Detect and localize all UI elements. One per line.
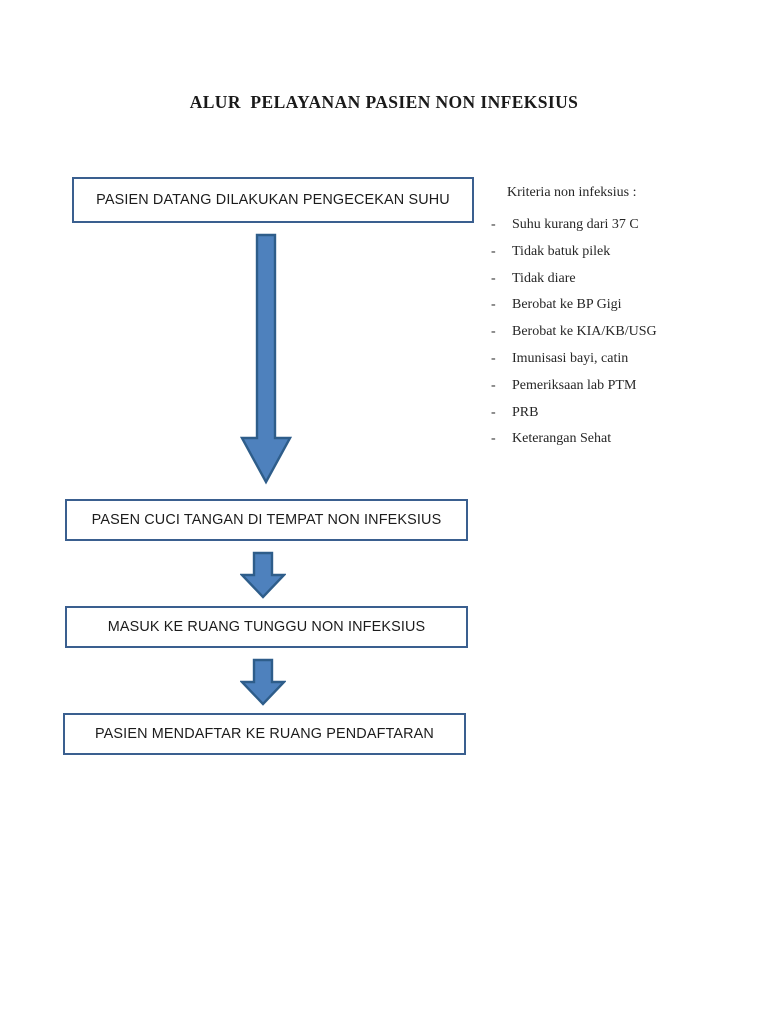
- flow-step-4-label: PASIEN MENDAFTAR KE RUANG PENDAFTARAN: [95, 725, 434, 742]
- flow-step-2[interactable]: PASEN CUCI TANGAN DI TEMPAT NON INFEKSIU…: [65, 499, 468, 541]
- criteria-item-label: Keterangan Sehat: [512, 431, 612, 447]
- criteria-bullet-icon: -: [491, 431, 496, 447]
- criteria-bullet-icon: -: [491, 404, 496, 420]
- criteria-item-label: Suhu kurang dari 37 C: [512, 217, 639, 232]
- flow-step-1[interactable]: PASIEN DATANG DILAKUKAN PENGECEKAN SUHU: [72, 177, 474, 223]
- criteria-item: -Keterangan Sehat: [487, 432, 747, 459]
- criteria-item-label: Imunisasi bayi, catin: [512, 350, 629, 366]
- criteria-item: -Berobat ke KIA/KB/USG: [487, 325, 747, 352]
- criteria-bullet-icon: -: [491, 377, 496, 393]
- criteria-bullet-icon: -: [491, 270, 496, 286]
- flow-step-3[interactable]: MASUK KE RUANG TUNGGU NON INFEKSIUS: [65, 606, 468, 648]
- criteria-item: -PRB: [487, 404, 747, 433]
- criteria-bullet-icon: -: [491, 243, 496, 259]
- arrow-down-icon-connector-2: [240, 551, 286, 599]
- criteria-item-label: Berobat ke BP Gigi: [512, 297, 622, 313]
- criteria-item: -Tidak diare: [487, 270, 747, 299]
- flow-step-1-label: PASIEN DATANG DILAKUKAN PENGECEKAN SUHU: [96, 191, 450, 208]
- flow-step-4[interactable]: PASIEN MENDAFTAR KE RUANG PENDAFTARAN: [63, 713, 466, 755]
- criteria-item-label: Tidak diare: [512, 270, 576, 286]
- flow-step-3-label: MASUK KE RUANG TUNGGU NON INFEKSIUS: [107, 618, 426, 635]
- criteria-item: -Berobat ke BP Gigi: [487, 298, 747, 325]
- criteria-item: -Pemeriksaan lab PTM: [487, 377, 747, 406]
- flow-step-2-label: PASEN CUCI TANGAN DI TEMPAT NON INFEKSIU…: [91, 511, 442, 528]
- criteria-item-label: Tidak batuk pilek: [512, 243, 611, 259]
- criteria-bullet-icon: -: [491, 297, 496, 313]
- criteria-item: -Tidak batuk pilek: [487, 243, 747, 272]
- criteria-bullet-icon: -: [491, 324, 496, 340]
- criteria-list: -Suhu kurang dari 37 C-Tidak batuk pilek…: [487, 218, 747, 459]
- criteria-item-label: Berobat ke KIA/KB/USG: [512, 324, 657, 340]
- criteria-bullet-icon: -: [491, 350, 496, 366]
- criteria-item: - Suhu kurang dari 37 C: [487, 218, 747, 245]
- arrow-down-icon-connector-1: [240, 233, 292, 485]
- criteria-heading: Kriteria non infeksius :: [507, 185, 637, 200]
- page-title: ALUR PELAYANAN PASIEN NON INFEKSIUS: [189, 92, 579, 112]
- criteria-item-label: Pemeriksaan lab PTM: [512, 377, 637, 393]
- criteria-item-label: PRB: [512, 404, 539, 420]
- criteria-item: -Imunisasi bayi, catin: [487, 350, 747, 379]
- arrow-down-icon-connector-3: [240, 658, 286, 706]
- criteria-bullet-icon: -: [491, 217, 496, 232]
